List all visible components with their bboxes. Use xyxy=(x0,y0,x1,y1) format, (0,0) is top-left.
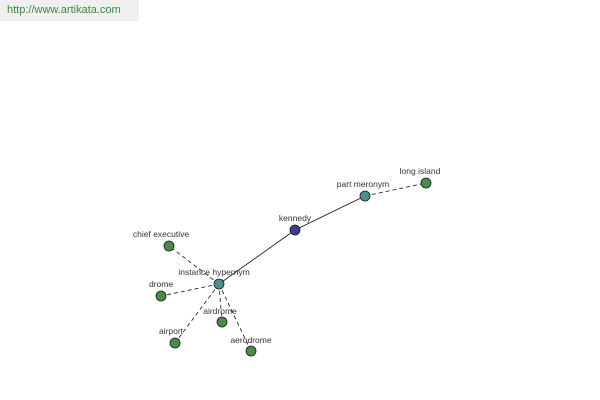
node-kennedy[interactable]: kennedy xyxy=(279,213,312,236)
node-label-airport: airport xyxy=(159,326,184,336)
watermark-url[interactable]: http://www.artikata.com xyxy=(0,0,139,21)
node-instance-hypernym[interactable]: instance hypernym xyxy=(178,267,250,290)
edge-instance-hypernym-to-drome xyxy=(160,283,220,297)
node-marker-drome[interactable] xyxy=(155,290,167,302)
node-marker-kennedy[interactable] xyxy=(289,224,301,236)
node-label-airdrome: airdrome xyxy=(203,306,237,316)
node-long-island[interactable]: long island xyxy=(400,166,441,189)
node-label-long-island: long island xyxy=(400,166,441,176)
graph-nodes: kennedy part meronym long island instance h… xyxy=(133,166,441,357)
node-marker-airport[interactable] xyxy=(169,337,181,349)
graph-edges xyxy=(160,182,427,352)
node-aerodrome[interactable]: aerodrome xyxy=(230,335,272,357)
node-label-aerodrome: aerodrome xyxy=(230,335,271,345)
node-marker-long-island[interactable] xyxy=(420,177,432,189)
node-marker-chief-executive[interactable] xyxy=(163,240,175,252)
edge-part-meronym-to-long-island xyxy=(364,182,427,197)
edge-instance-hypernym-to-airport xyxy=(174,283,220,344)
node-label-drome: drome xyxy=(149,279,173,289)
node-marker-part-meronym[interactable] xyxy=(359,190,371,202)
node-marker-aerodrome[interactable] xyxy=(245,345,257,357)
edge-instance-hypernym-to-chief-executive xyxy=(168,245,220,285)
node-airport[interactable]: airport xyxy=(159,326,184,349)
node-chief-executive[interactable]: chief executive xyxy=(133,229,189,252)
edge-instance-hypernym-to-airdrome xyxy=(218,283,223,323)
node-label-part-meronym: part meronym xyxy=(337,179,389,189)
node-marker-airdrome[interactable] xyxy=(216,316,228,328)
node-airdrome[interactable]: airdrome xyxy=(203,306,237,328)
node-marker-instance-hypernym[interactable] xyxy=(213,278,225,290)
node-label-instance-hypernym: instance hypernym xyxy=(178,267,249,277)
edge-kennedy-to-instance-hypernym xyxy=(218,229,296,285)
edge-instance-hypernym-to-aerodrome xyxy=(218,283,252,352)
edge-kennedy-to-part-meronym xyxy=(294,195,366,231)
node-part-meronym[interactable]: part meronym xyxy=(337,179,389,202)
node-label-kennedy: kennedy xyxy=(279,213,312,223)
node-drome[interactable]: drome xyxy=(149,279,173,302)
node-label-chief-executive: chief executive xyxy=(133,229,189,239)
